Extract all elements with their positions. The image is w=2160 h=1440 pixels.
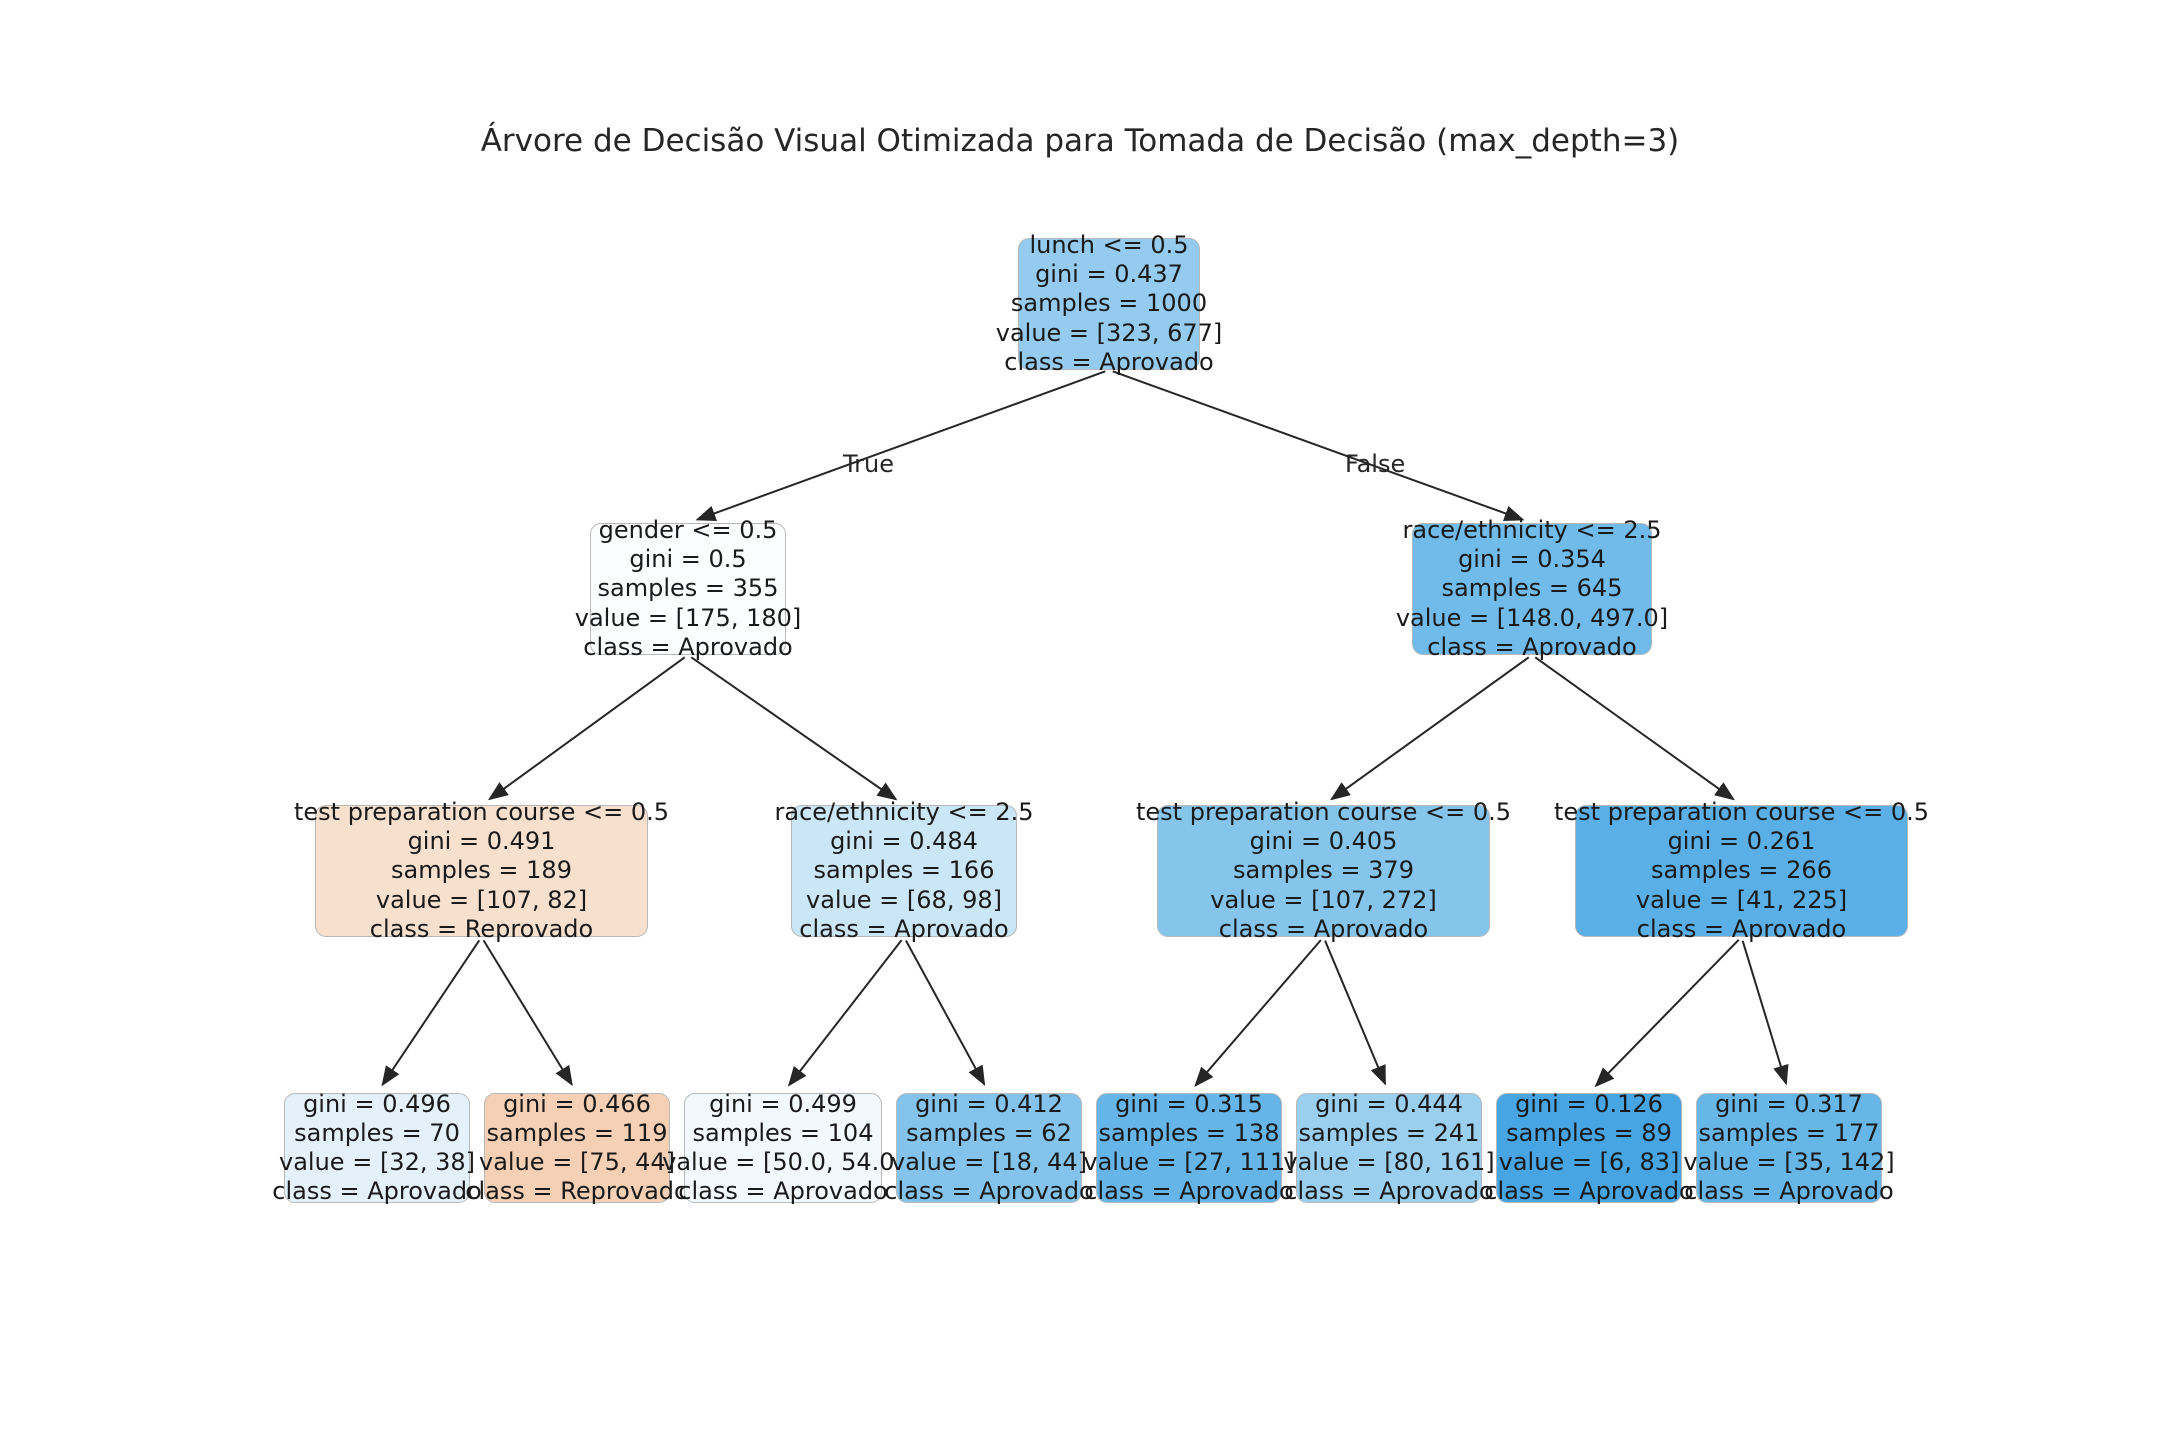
- node-text-line: samples = 166: [813, 856, 995, 885]
- node-text-line: samples = 241: [1298, 1118, 1480, 1147]
- node-text-line: samples = 138: [1098, 1118, 1280, 1147]
- node-text-line: gini = 0.499: [709, 1089, 857, 1118]
- node-text-line: samples = 89: [1506, 1118, 1672, 1147]
- node-text-line: value = [32, 38]: [279, 1148, 475, 1176]
- node-text-line: class = Aprovado: [272, 1177, 482, 1206]
- node-text-line: gini = 0.126: [1515, 1089, 1663, 1118]
- node-text-line: class = Reprovado: [369, 914, 594, 943]
- node-text-line: samples = 177: [1698, 1118, 1880, 1147]
- node-text-line: value = [27, 111]: [1083, 1148, 1295, 1176]
- node-text-line: samples = 189: [391, 856, 572, 885]
- node-text-line: gini = 0.261: [1667, 827, 1816, 856]
- edge-label-true: True: [843, 450, 894, 478]
- node-text-line: class = Aprovado: [1484, 1177, 1694, 1206]
- node-text-line: value = [75, 44]: [479, 1148, 675, 1176]
- node-text-line: gini = 0.484: [830, 827, 978, 856]
- node-text-line: samples = 119: [486, 1118, 668, 1147]
- node-text-line: gini = 0.444: [1315, 1089, 1463, 1118]
- node-text-line: value = [50.0, 54.0]: [662, 1148, 904, 1176]
- node-text-line: gender <= 0.5: [598, 516, 778, 545]
- node-text-line: samples = 70: [294, 1118, 460, 1147]
- node-text-line: value = [175, 180]: [574, 603, 802, 632]
- node-text-line: samples = 1000: [1010, 289, 1208, 318]
- node-text-line: test preparation course <= 0.5: [293, 798, 670, 827]
- node-text-line: class = Aprovado: [799, 914, 1009, 943]
- node-text-line: class = Reprovado: [465, 1177, 689, 1206]
- node-text-line: value = [68, 98]: [806, 885, 1002, 914]
- node-text-line: race/ethnicity <= 2.5: [774, 798, 1034, 827]
- node-text-line: value = [80, 161]: [1283, 1148, 1495, 1176]
- node-text-line: value = [323, 677]: [995, 318, 1223, 347]
- node-text-line: value = [18, 44]: [891, 1148, 1087, 1176]
- node-text-line: class = Aprovado: [1684, 1177, 1894, 1206]
- node-text-line: samples = 645: [1441, 574, 1623, 603]
- node-text-line: gini = 0.496: [303, 1089, 451, 1118]
- node-text-line: gini = 0.354: [1458, 545, 1606, 574]
- edge-label-false: False: [1345, 450, 1406, 478]
- node-text-line: gini = 0.317: [1715, 1089, 1863, 1118]
- node-text-line: class = Aprovado: [1004, 347, 1214, 376]
- node-text-line: class = Aprovado: [1427, 632, 1637, 661]
- node-text-line: gini = 0.405: [1249, 827, 1398, 856]
- node-text-line: value = [35, 142]: [1683, 1148, 1895, 1176]
- node-text-line: class = Aprovado: [884, 1177, 1094, 1206]
- node-text-line: gini = 0.315: [1115, 1089, 1263, 1118]
- node-text-line: samples = 104: [692, 1118, 874, 1147]
- page-title: Árvore de Decisão Visual Otimizada para …: [480, 123, 1680, 159]
- node-text-line: test preparation course <= 0.5: [1553, 798, 1930, 827]
- node-text-line: samples = 266: [1651, 856, 1832, 885]
- node-text-line: class = Aprovado: [1636, 914, 1847, 943]
- node-text-line: value = [6, 83]: [1498, 1148, 1680, 1176]
- node-text-line: race/ethnicity <= 2.5: [1402, 516, 1662, 545]
- node-text-line: class = Aprovado: [1218, 914, 1429, 943]
- node-text-line: gini = 0.5: [629, 545, 747, 574]
- node-text-line: samples = 62: [906, 1118, 1072, 1147]
- node-text-line: samples = 379: [1233, 856, 1414, 885]
- node-text-line: gini = 0.466: [503, 1089, 651, 1118]
- node-text-line: lunch <= 0.5: [1029, 231, 1189, 260]
- node-text-line: value = [107, 82]: [375, 885, 588, 914]
- node-text-line: class = Aprovado: [1084, 1177, 1294, 1206]
- node-text-line: test preparation course <= 0.5: [1135, 798, 1512, 827]
- node-text-line: value = [148.0, 497.0]: [1395, 603, 1669, 632]
- node-text-line: class = Aprovado: [1284, 1177, 1494, 1206]
- node-text-line: samples = 355: [597, 574, 779, 603]
- node-text-line: class = Aprovado: [583, 632, 793, 661]
- node-text-line: gini = 0.491: [407, 827, 556, 856]
- node-text-line: gini = 0.412: [915, 1089, 1063, 1118]
- node-text-line: value = [107, 272]: [1210, 885, 1437, 914]
- node-text-line: gini = 0.437: [1035, 260, 1183, 289]
- node-text-line: value = [41, 225]: [1635, 885, 1848, 914]
- node-text-line: class = Aprovado: [678, 1177, 888, 1206]
